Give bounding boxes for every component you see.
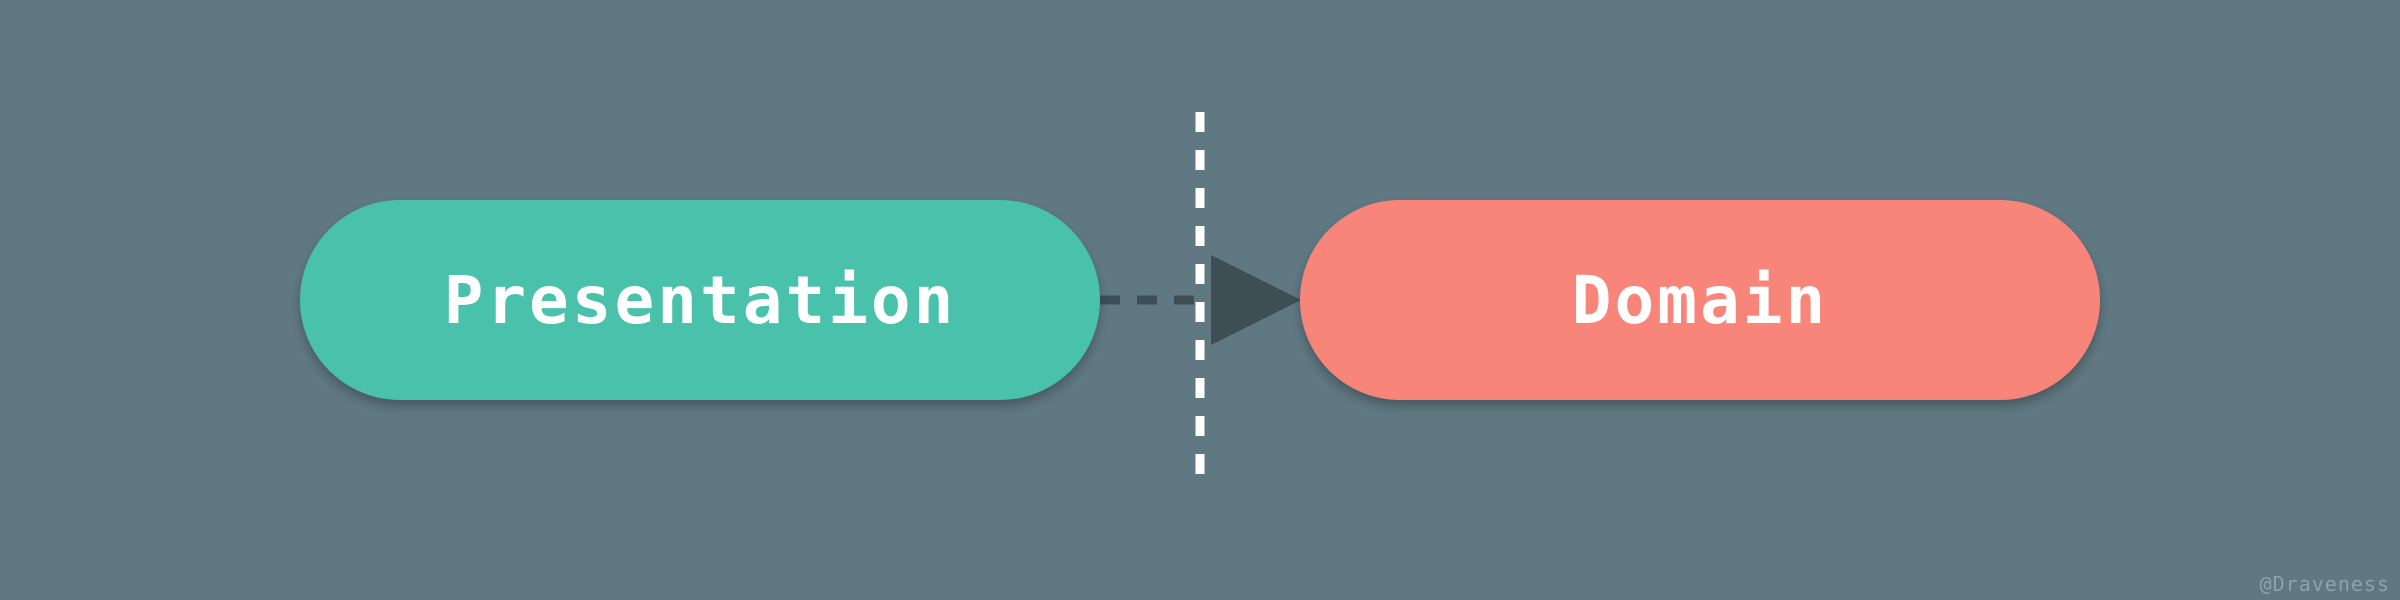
domain-node: Domain	[1300, 200, 2100, 400]
domain-label: Domain	[1571, 261, 1829, 339]
watermark: @Draveness	[2259, 572, 2390, 596]
presentation-node: Presentation	[300, 200, 1100, 400]
presentation-label: Presentation	[443, 261, 957, 339]
